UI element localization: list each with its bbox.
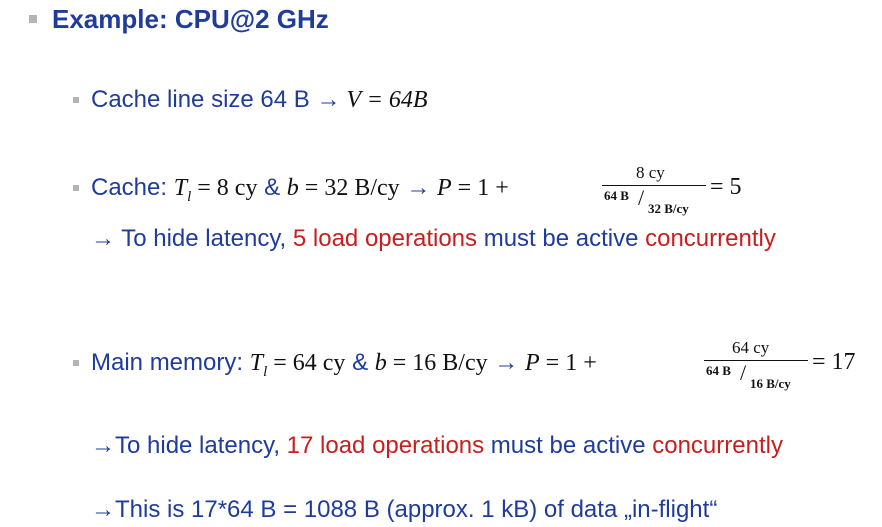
cache-conclusion-row: → To hide latency, 5 load operations mus…	[91, 225, 776, 253]
latency-subscript: l	[187, 188, 192, 205]
cache-line-size-row: Cache line size 64 B → V = 64B	[91, 86, 428, 114]
fraction-slash: /	[638, 185, 645, 210]
load-ops-count: 17 load operations	[286, 432, 485, 459]
main-memory-row: Main memory: Tl = 64 cy & b = 16 B/cy → …	[91, 349, 597, 381]
arrow-icon: →	[399, 174, 437, 201]
bandwidth-symbol: b	[374, 350, 387, 376]
ampersand: &	[257, 174, 287, 201]
conclusion-text-2: must be active	[484, 432, 653, 459]
fraction-bar	[704, 360, 808, 361]
fraction-denominator-a: 64 B	[604, 188, 629, 203]
bandwidth-value: = 32 B/cy	[298, 175, 400, 201]
latency-symbol: T	[249, 350, 264, 376]
fraction-denominator-b: 16 B/cy	[750, 376, 791, 391]
arrow-icon: →	[91, 496, 115, 523]
cache-line-text: Cache line size 64 B	[91, 86, 317, 113]
p-symbol: P	[437, 175, 452, 201]
arrow-icon: →	[91, 225, 115, 252]
title-bullet	[29, 15, 37, 23]
arrow-icon: →	[316, 86, 341, 113]
volume-formula: V = 64B	[340, 87, 428, 113]
in-flight-text: This is 17*64 B = 1088 B (approx. 1 kB) …	[115, 496, 718, 523]
memory-result: = 17	[812, 349, 856, 375]
bullet-main-memory	[73, 360, 79, 366]
bullet-cache-line	[73, 97, 79, 103]
main-memory-label: Main memory:	[91, 349, 250, 376]
arrow-icon: →	[487, 349, 525, 376]
memory-fraction: 64 cy 64 B / 16 B/cy	[700, 335, 812, 399]
arrow-icon: →	[91, 432, 115, 459]
load-ops-count: 5 load operations	[292, 225, 478, 252]
fraction-numerator: 8 cy	[636, 163, 665, 182]
slide-title: Example: CPU@2 GHz	[52, 4, 329, 34]
cache-result: = 5	[710, 174, 742, 200]
concurrently-word: concurrently	[652, 432, 783, 459]
memory-conclusion-row: →To hide latency, 17 load operations mus…	[91, 432, 783, 460]
conclusion-text-1: To hide latency,	[115, 225, 293, 252]
cache-label: Cache:	[91, 174, 174, 201]
latency-value: = 8 cy	[191, 175, 258, 201]
fraction-bar	[602, 185, 706, 186]
p-symbol: P	[524, 350, 540, 376]
fraction-numerator: 64 cy	[732, 338, 770, 357]
bandwidth-value: = 16 B/cy	[386, 350, 488, 376]
conclusion-text-1: To hide latency,	[115, 432, 287, 459]
ampersand: &	[345, 349, 375, 376]
concurrently-word: concurrently	[645, 225, 776, 252]
latency-subscript: l	[263, 363, 268, 380]
in-flight-row: →This is 17*64 B = 1088 B (approx. 1 kB)…	[91, 496, 717, 524]
cache-fraction: 8 cy 64 B / 32 B/cy	[598, 160, 710, 224]
bandwidth-symbol: b	[286, 175, 299, 201]
p-equals: = 1 +	[451, 175, 509, 201]
latency-symbol: T	[173, 175, 188, 201]
conclusion-text-2: must be active	[477, 225, 646, 252]
fraction-slash: /	[740, 360, 747, 385]
p-equals: = 1 +	[539, 350, 597, 376]
fraction-denominator-b: 32 B/cy	[648, 201, 689, 216]
latency-value: = 64 cy	[267, 350, 346, 376]
cache-row: Cache: Tl = 8 cy & b = 32 B/cy → P = 1 +	[91, 174, 509, 206]
fraction-denominator-a: 64 B	[706, 363, 731, 378]
bullet-cache	[73, 185, 79, 191]
